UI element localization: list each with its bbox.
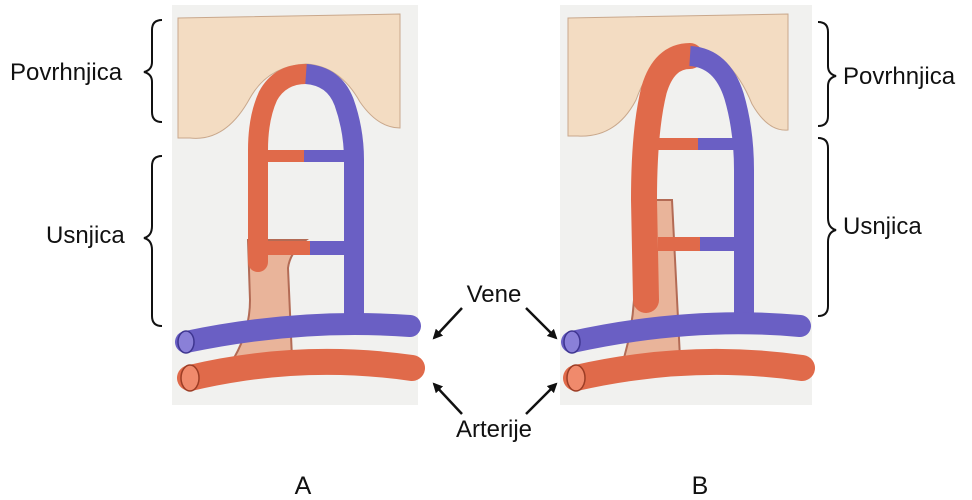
- label-left-dermis: Usnjica: [46, 222, 125, 249]
- label-right-dermis: Usnjica: [843, 213, 922, 240]
- panel-b-vein-opening: [564, 331, 580, 353]
- right-brace-epidermis: [818, 22, 836, 126]
- label-veins: Vene: [467, 281, 522, 308]
- arrow-vene-to-a: [434, 308, 462, 338]
- panel-a-vein-opening: [178, 331, 194, 353]
- label-panel-b: B: [692, 472, 709, 500]
- panel-a-artery-opening: [181, 365, 199, 391]
- panel-a: [172, 5, 418, 405]
- right-brace-dermis: [818, 138, 836, 316]
- left-brace-dermis: [144, 156, 162, 326]
- label-panel-a: A: [295, 472, 312, 500]
- panel-b: [560, 5, 812, 405]
- panel-b-artery-opening: [567, 365, 585, 391]
- left-brace-epidermis: [144, 20, 162, 122]
- arrow-arterije-to-a: [434, 384, 462, 414]
- label-left-epidermis: Povrhnjica: [10, 59, 123, 86]
- label-arteries: Arterije: [456, 416, 532, 443]
- label-right-epidermis: Povrhnjica: [843, 63, 956, 90]
- arrow-vene-to-b: [526, 308, 556, 338]
- arrow-arterije-to-b: [526, 384, 556, 414]
